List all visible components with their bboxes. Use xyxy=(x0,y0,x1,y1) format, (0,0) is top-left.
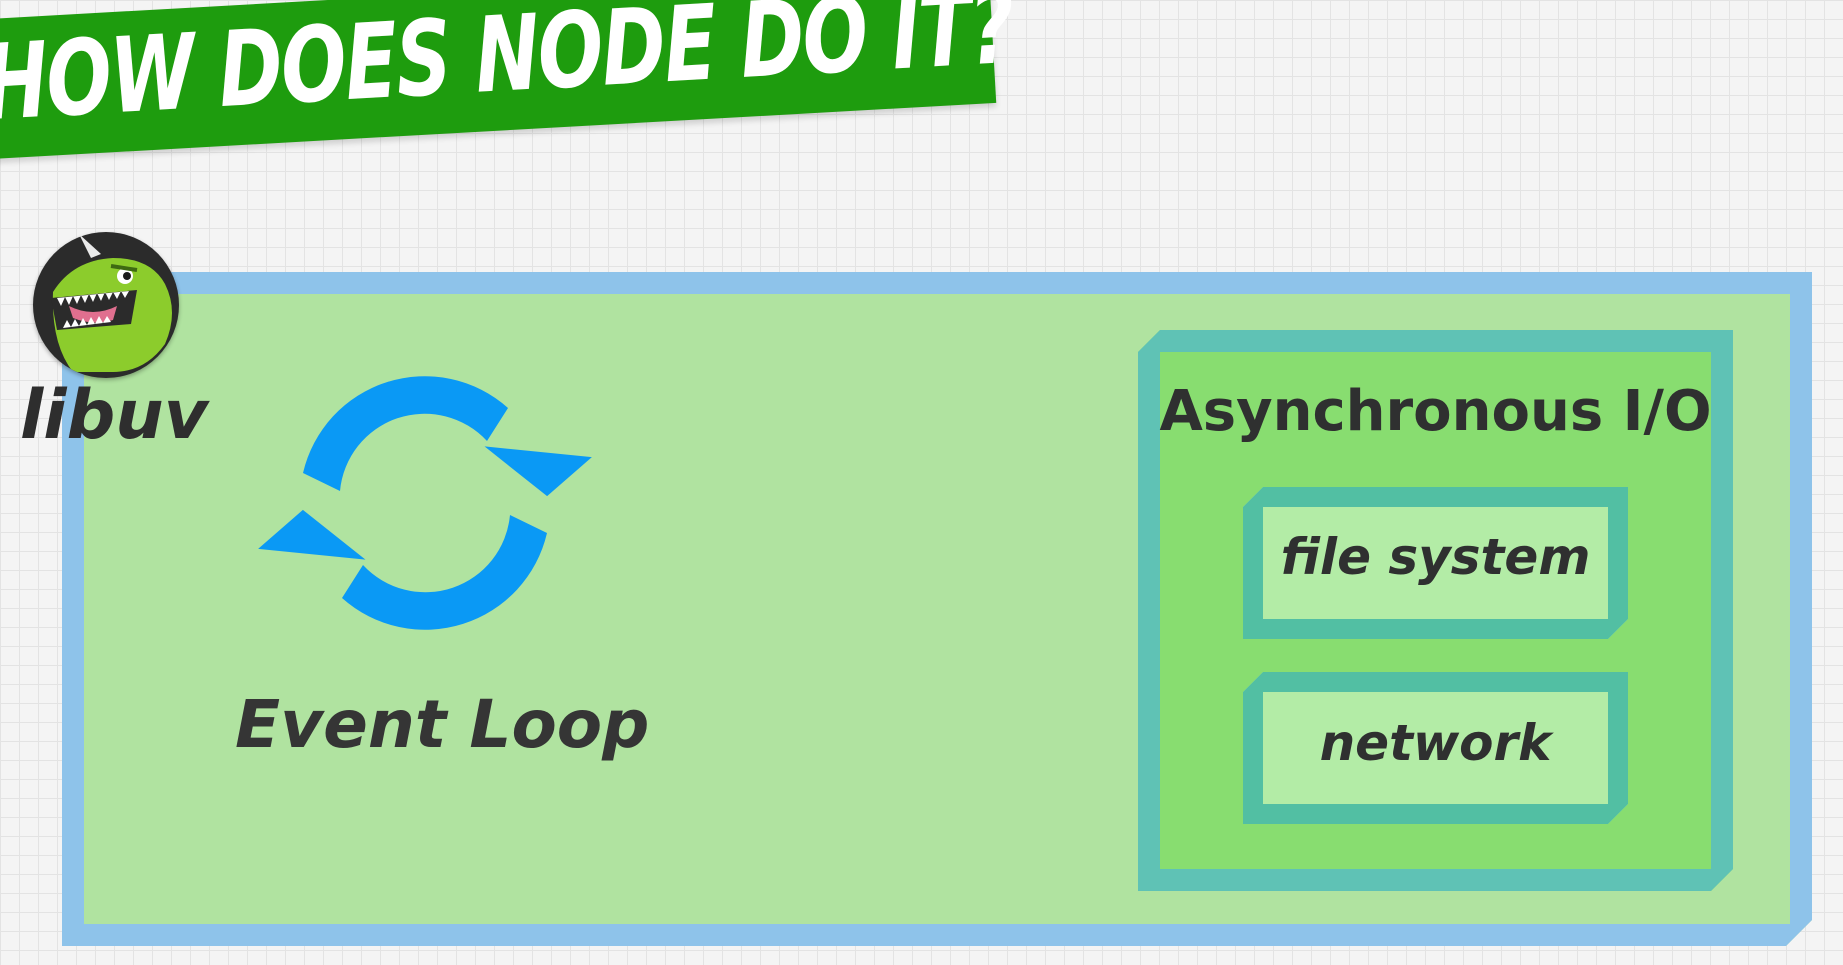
title-banner: HOW DOES NODE DO IT? xyxy=(0,0,1016,160)
refresh-cycle-icon xyxy=(258,376,592,630)
file-system-label: file system xyxy=(1280,528,1591,586)
async-io-title: Asynchronous I/O xyxy=(1159,379,1712,444)
network-label: network xyxy=(1319,714,1552,772)
file-system-box xyxy=(1243,487,1628,639)
dinosaur-avatar-icon xyxy=(33,232,179,378)
libuv-label: libuv xyxy=(20,376,209,455)
network-box xyxy=(1243,672,1628,824)
page-title: HOW DOES NODE DO IT? xyxy=(0,0,1017,145)
event-loop-label: Event Loop xyxy=(235,686,650,763)
